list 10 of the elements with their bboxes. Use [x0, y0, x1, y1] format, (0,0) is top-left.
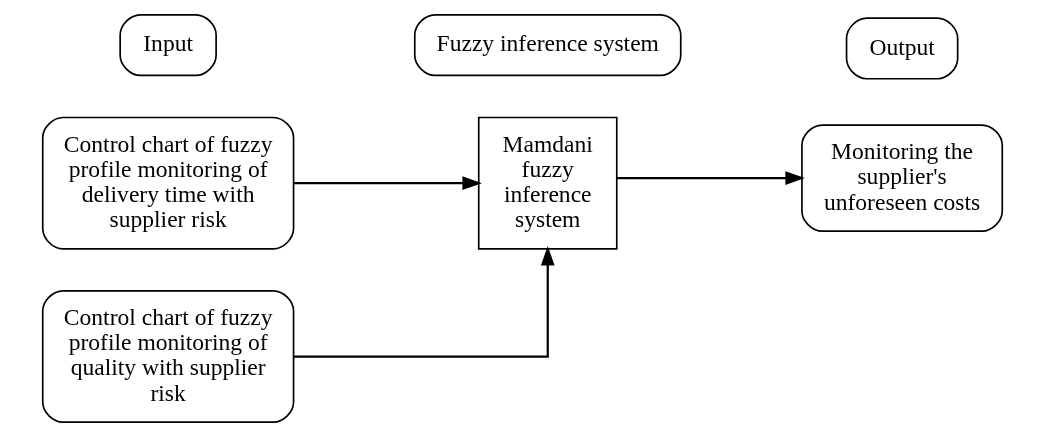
node-box: Control chart of fuzzy profile monitoring of delivery time with supplier risk: [41, 116, 294, 250]
arrow: [616, 171, 805, 185]
node-box: Fuzzy inference system: [413, 13, 682, 77]
node-box: Control chart of fuzzy profile monitoring of quality with supplier risk: [41, 290, 294, 424]
node-box: Output: [845, 17, 958, 80]
node-box: Input: [118, 13, 217, 77]
arrow: [293, 245, 555, 358]
node-box: Mamdani fuzzy inference system: [477, 116, 618, 250]
arrow: [293, 176, 482, 190]
node-box: Monitoring the supplier's unforeseen costs: [800, 124, 1003, 232]
